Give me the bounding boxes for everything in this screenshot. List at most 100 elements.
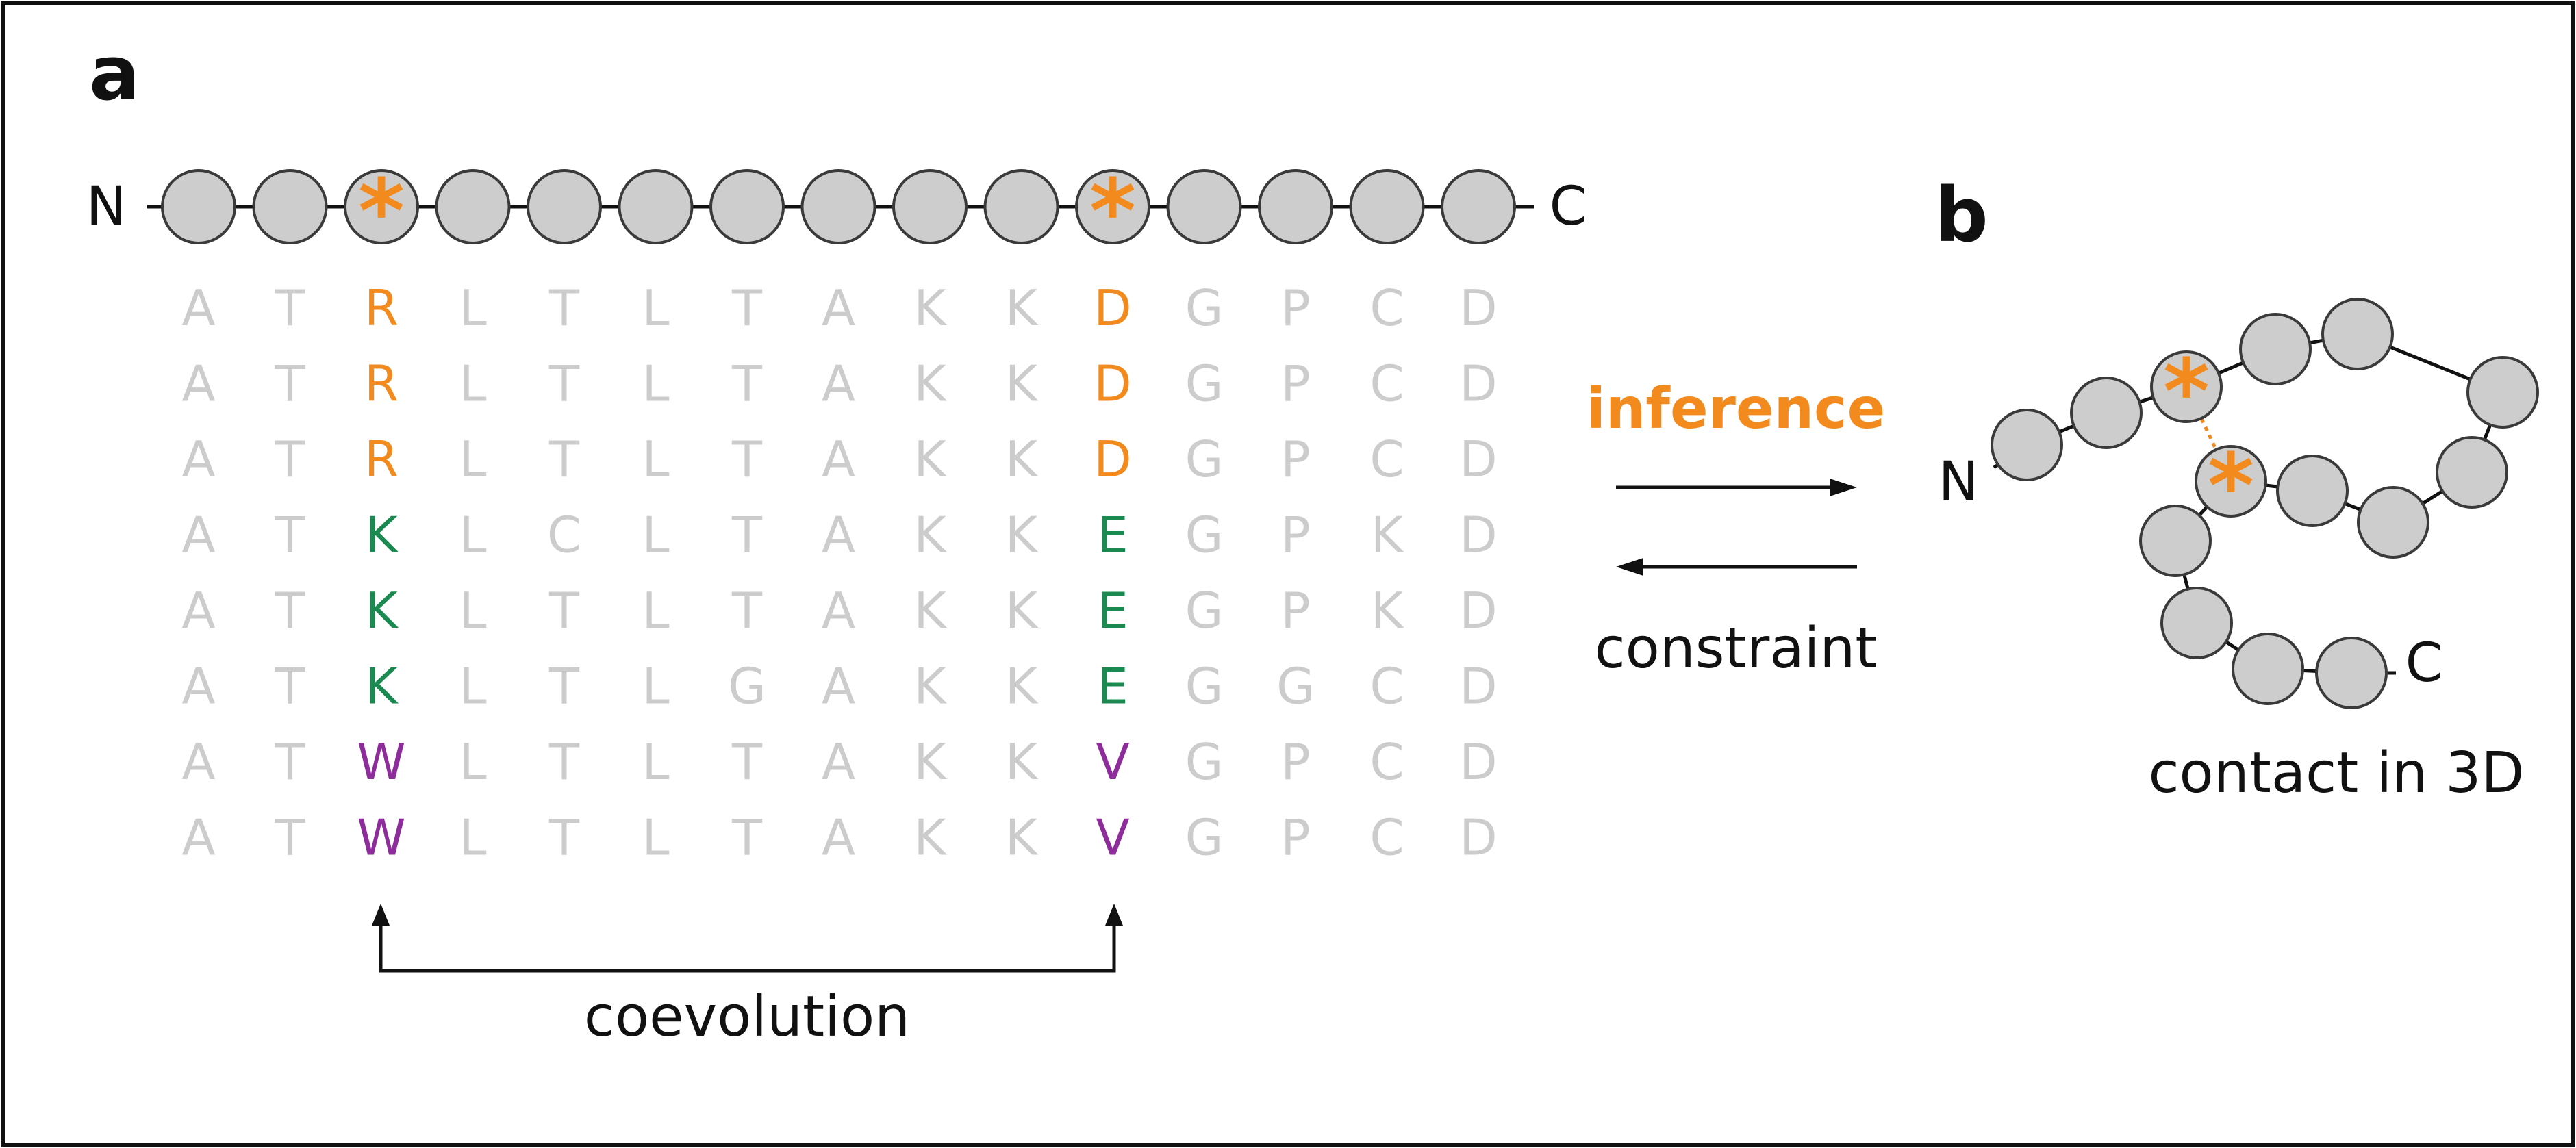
residue-bead bbox=[435, 169, 511, 244]
inference-arrowhead bbox=[1830, 479, 1857, 496]
alignment-residue: T bbox=[275, 582, 306, 639]
residue-bead bbox=[344, 169, 419, 244]
alignment-residue: G bbox=[1185, 507, 1224, 564]
alignment-residue: L bbox=[459, 733, 486, 791]
residue-bead bbox=[1075, 169, 1150, 244]
alignment-residue: T bbox=[548, 809, 580, 867]
alignment-residue: K bbox=[913, 658, 947, 715]
residue-bead bbox=[252, 169, 328, 244]
alignment-residue: K bbox=[913, 355, 947, 413]
alignment-residue: C bbox=[1369, 355, 1404, 413]
alignment-residue: L bbox=[642, 582, 669, 639]
alignment-residue: C bbox=[547, 507, 581, 564]
chain-b-c-terminus: C bbox=[2405, 633, 2442, 694]
coevolving-residue: W bbox=[357, 733, 405, 791]
alignment-residue: K bbox=[913, 582, 947, 639]
alignment-residue: D bbox=[1459, 355, 1497, 413]
alignment-residue: P bbox=[1280, 431, 1310, 488]
alignment-residue: T bbox=[275, 507, 306, 564]
alignment-residue: L bbox=[642, 431, 669, 488]
alignment-residue: L bbox=[459, 431, 486, 488]
alignment-residue: L bbox=[459, 279, 486, 337]
alignment-residue: A bbox=[181, 733, 215, 791]
alignment-residue: T bbox=[731, 431, 763, 488]
alignment-residue: T bbox=[548, 733, 580, 791]
alignment-residue: A bbox=[822, 582, 855, 639]
folded-residue-bead bbox=[2232, 633, 2304, 705]
alignment-residue: T bbox=[548, 431, 580, 488]
alignment-residue: K bbox=[1005, 582, 1039, 639]
alignment-residue: K bbox=[1005, 507, 1039, 564]
alignment-residue: L bbox=[642, 809, 669, 867]
folded-chain: ** bbox=[1991, 298, 2539, 709]
coevolving-residue: R bbox=[364, 355, 399, 413]
coevolving-residue: E bbox=[1097, 507, 1128, 564]
alignment-residue: L bbox=[642, 355, 669, 413]
coevolving-residue: E bbox=[1097, 582, 1128, 639]
coevolving-residue: K bbox=[365, 582, 399, 639]
alignment-residue: T bbox=[731, 279, 763, 337]
residue-bead bbox=[1258, 169, 1333, 244]
coevolving-residue: R bbox=[364, 279, 399, 337]
inference-constraint-arrows: inference constraint bbox=[1587, 377, 1885, 681]
alignment-residue: K bbox=[913, 507, 947, 564]
chain-a-n-terminus: N bbox=[86, 176, 126, 238]
alignment-residue: L bbox=[459, 582, 486, 639]
folded-residue-bead bbox=[2195, 445, 2267, 518]
alignment-residue: L bbox=[642, 507, 669, 564]
coevolving-residue: D bbox=[1094, 355, 1131, 413]
alignment-residue: A bbox=[181, 809, 215, 867]
alignment-residue: T bbox=[731, 355, 763, 413]
alignment-residue: G bbox=[1185, 658, 1224, 715]
alignment-residue: T bbox=[731, 733, 763, 791]
folded-residue-bead bbox=[2466, 356, 2539, 429]
alignment-residue: A bbox=[181, 507, 215, 564]
alignment-residue: G bbox=[1185, 279, 1224, 337]
residue-bead bbox=[1166, 169, 1242, 244]
alignment-residue: T bbox=[731, 507, 763, 564]
panel-b-caption: contact in 3D bbox=[2148, 741, 2524, 806]
coevolving-residue: D bbox=[1094, 431, 1131, 488]
alignment-residue: P bbox=[1280, 809, 1310, 867]
folded-chain-backbone bbox=[1993, 332, 2505, 675]
alignment-residue: G bbox=[1185, 355, 1224, 413]
alignment-residue: L bbox=[459, 658, 486, 715]
alignment-residue: D bbox=[1459, 279, 1497, 337]
residue-bead bbox=[1441, 169, 1516, 244]
folded-residue-bead bbox=[2321, 298, 2394, 370]
residue-bead bbox=[800, 169, 876, 244]
alignment-residue: K bbox=[1371, 582, 1404, 639]
residue-bead bbox=[983, 169, 1059, 244]
alignment-residue: A bbox=[181, 582, 215, 639]
alignment-residue: G bbox=[1185, 582, 1224, 639]
chain-a-beads: ** bbox=[161, 160, 1516, 264]
alignment-residue: K bbox=[913, 733, 947, 791]
coevolving-residue: E bbox=[1097, 658, 1128, 715]
alignment-residue: K bbox=[1371, 507, 1404, 564]
coevolving-residue: V bbox=[1096, 733, 1129, 791]
alignment-residue: G bbox=[1185, 733, 1224, 791]
coevolution-label: coevolution bbox=[584, 984, 910, 1049]
coevolving-marker: * bbox=[1089, 160, 1136, 264]
chain-b-n-terminus: N bbox=[1939, 451, 1978, 513]
alignment-residue: T bbox=[275, 279, 306, 337]
alignment-residue: K bbox=[913, 279, 947, 337]
coevolving-residue: W bbox=[357, 809, 405, 867]
alignment-residue: L bbox=[459, 809, 486, 867]
alignment-residue: T bbox=[731, 809, 763, 867]
residue-bead bbox=[892, 169, 968, 244]
alignment-residue: C bbox=[1369, 279, 1404, 337]
alignment-residue: T bbox=[275, 809, 306, 867]
alignment-residue: P bbox=[1280, 355, 1310, 413]
alignment-residue: T bbox=[275, 658, 306, 715]
alignment-residue: D bbox=[1459, 431, 1497, 488]
alignment-residue: P bbox=[1280, 507, 1310, 564]
alignment-residue: P bbox=[1280, 733, 1310, 791]
folded-residue-bead bbox=[2139, 505, 2212, 577]
